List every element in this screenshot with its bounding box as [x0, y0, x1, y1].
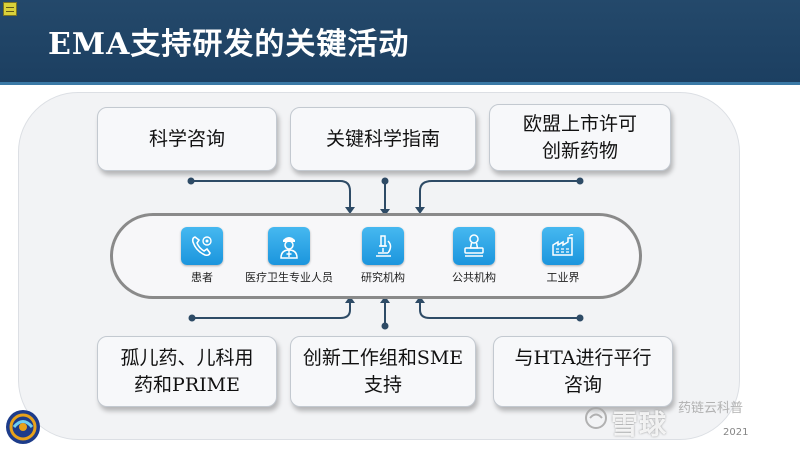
snowball-icon	[585, 407, 607, 429]
card-text-line: 支持	[363, 373, 402, 396]
card-text-line: 欧盟上市许可	[522, 112, 637, 135]
card-text-line: 关键科学指南	[325, 127, 440, 150]
stakeholder-research-institutions: 研究机构	[358, 227, 408, 285]
card-key-guidelines: 关键科学指南	[290, 107, 476, 171]
card-eu-authorisation: 欧盟上市许可 创新药物	[489, 104, 671, 171]
card-text-line: 创新药物	[541, 139, 618, 162]
watermark-text: 雪球	[611, 410, 667, 441]
watermark: 雪球 药链云科普 2021	[583, 395, 798, 445]
factory-icon	[542, 227, 584, 265]
stakeholder-label: 研究机构	[361, 271, 405, 284]
stakeholder-industry: 工业界	[538, 227, 588, 285]
card-orphan-paediatric-prime: 孤儿药、儿科用 药和PRIME	[97, 336, 277, 407]
card-text-line: 科学咨询	[148, 127, 225, 150]
microscope-icon	[362, 227, 404, 265]
card-text-line: 孤儿药、儿科用	[120, 346, 254, 369]
ema-logo	[4, 408, 42, 446]
card-parallel-hta-consultation: 与HTA进行平行 咨询	[493, 336, 673, 407]
watermark-handle: 药链云科普	[678, 401, 744, 416]
card-text-line: 药和PRIME	[134, 373, 240, 396]
stakeholder-patients: 患者	[177, 227, 227, 285]
card-text-line: 创新工作组和SME	[302, 346, 464, 369]
card-scientific-advice: 科学咨询	[97, 107, 277, 171]
watermark-year: 2021	[723, 427, 749, 438]
doctor-icon	[268, 227, 310, 265]
stakeholder-label: 医疗卫生专业人员	[245, 271, 333, 284]
slide-title: EMA支持研发的关键活动	[48, 27, 410, 62]
stakeholder-public-institutions: 公共机构	[449, 227, 499, 285]
header-bar: EMA支持研发的关键活动	[0, 0, 800, 85]
card-innovation-task-force-sme: 创新工作组和SME 支持	[290, 336, 476, 407]
stamp-icon	[453, 227, 495, 265]
stakeholder-label: 公共机构	[452, 271, 496, 284]
note-icon[interactable]	[3, 2, 17, 16]
phone-icon	[181, 227, 223, 265]
stakeholder-label: 工业界	[546, 271, 580, 284]
stakeholder-healthcare-professionals: 医疗卫生专业人员	[245, 227, 333, 285]
card-text-line: 与HTA进行平行	[514, 346, 652, 369]
stakeholder-label: 患者	[191, 271, 213, 284]
card-text-line: 咨询	[563, 373, 602, 396]
